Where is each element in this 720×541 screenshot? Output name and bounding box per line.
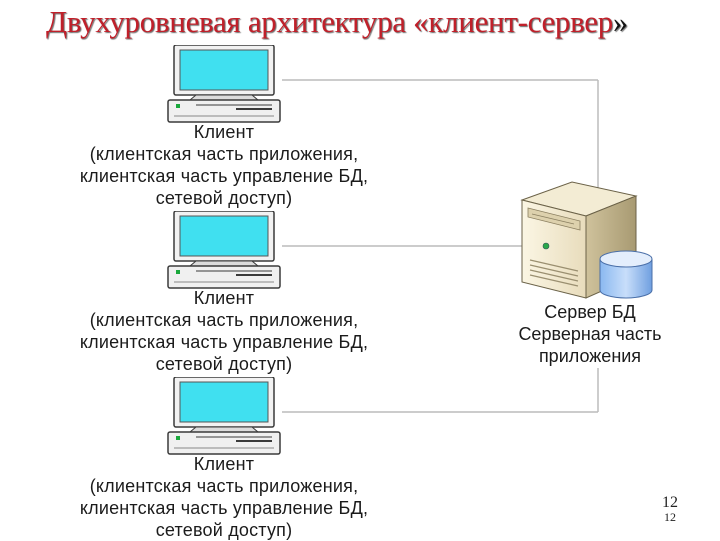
client-name: Клиент: [193, 122, 255, 142]
server-name: Сервер БД: [544, 302, 636, 322]
client-desc-line3: сетевой доступ): [155, 188, 293, 208]
server-desc-line2: приложения: [538, 346, 642, 366]
title-text: Двухуровневая архитектура «клиент-сервер: [46, 4, 613, 39]
client-desc-line2: клиентская часть управление БД,: [79, 332, 369, 352]
desktop-computer-icon: [167, 377, 281, 455]
client-label: Клиент (клиентская часть приложения, кли…: [14, 453, 434, 541]
page-title: Двухуровневая архитектура «клиент-сервер…: [46, 4, 628, 40]
server-desc-line1: Серверная часть: [518, 324, 662, 344]
client-desc-line1: (клиентская часть приложения,: [89, 476, 359, 496]
client-name: Клиент: [193, 288, 255, 308]
client-desc-line3: сетевой доступ): [155, 520, 293, 540]
client-desc-line2: клиентская часть управление БД,: [79, 498, 369, 518]
client-desc-line1: (клиентская часть приложения,: [89, 310, 359, 330]
client-desc-line1: (клиентская часть приложения,: [89, 144, 359, 164]
page-number: 12: [662, 494, 678, 511]
client-desc-line2: клиентская часть управление БД,: [79, 166, 369, 186]
desktop-computer-icon: [167, 45, 281, 123]
client-label: Клиент (клиентская часть приложения, кли…: [14, 121, 434, 209]
page-number-small: 12: [664, 510, 676, 524]
client-label: Клиент (клиентская часть приложения, кли…: [14, 287, 434, 375]
title-close-quote: »: [612, 6, 628, 39]
database-cylinder-icon: [599, 250, 653, 299]
client-desc-line3: сетевой доступ): [155, 354, 293, 374]
desktop-computer-icon: [167, 211, 281, 289]
server-label: Сервер БД Серверная часть приложения: [480, 301, 700, 367]
client-name: Клиент: [193, 454, 255, 474]
